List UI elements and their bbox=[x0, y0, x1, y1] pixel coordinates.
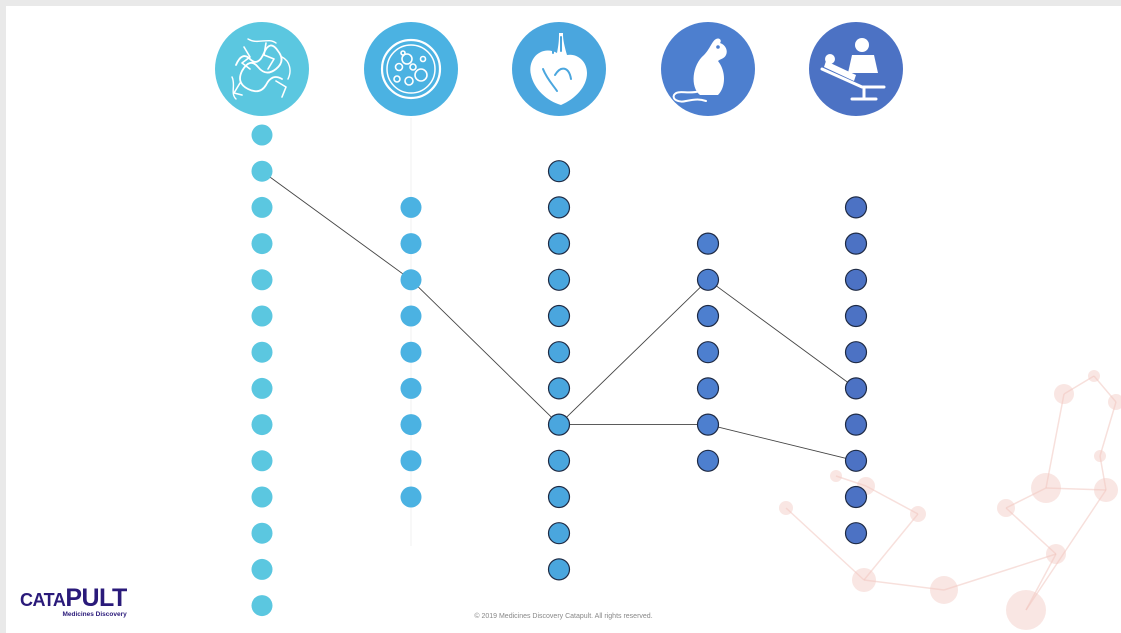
stage-dot bbox=[251, 377, 273, 399]
molecule-atom bbox=[779, 501, 793, 515]
molecule-atom bbox=[997, 499, 1015, 517]
stage-dot bbox=[251, 196, 273, 218]
petri-dish-icon bbox=[364, 22, 458, 116]
stage-dot bbox=[696, 232, 720, 255]
stage-dot bbox=[547, 232, 571, 255]
stage-dot bbox=[400, 305, 422, 327]
stage-dot bbox=[547, 341, 571, 364]
stage-dot bbox=[844, 304, 868, 328]
molecule-atom bbox=[1094, 478, 1118, 502]
stage-dot bbox=[547, 558, 571, 581]
stage-dot bbox=[547, 485, 571, 509]
molecule-atom bbox=[1031, 473, 1061, 503]
catapult-logo: CATAPULT Medicines Discovery bbox=[20, 586, 127, 619]
stage-dot bbox=[547, 304, 571, 328]
molecule-bond bbox=[1025, 489, 1107, 611]
molecule-atom bbox=[1046, 544, 1066, 564]
stage-dots bbox=[251, 124, 868, 617]
stage-dot bbox=[696, 341, 720, 364]
molecule-bond bbox=[1093, 375, 1117, 403]
stage-dot bbox=[251, 124, 273, 146]
protein-icon bbox=[215, 22, 309, 116]
stage-dot bbox=[844, 196, 868, 219]
stage-dot bbox=[696, 413, 720, 436]
molecule-bond bbox=[1025, 553, 1057, 611]
molecule-bond bbox=[1005, 507, 1057, 555]
stage-dot bbox=[844, 485, 868, 509]
stage-dot bbox=[251, 305, 273, 327]
molecule-atom bbox=[852, 568, 876, 592]
stage-dot bbox=[400, 486, 422, 508]
logo-wordmark: CATAPULT bbox=[20, 584, 127, 612]
molecule-atom bbox=[930, 576, 958, 604]
stage-dot bbox=[844, 268, 868, 291]
logo-subtitle: Medicines Discovery bbox=[62, 611, 127, 618]
molecule-bond bbox=[863, 513, 919, 581]
stage-dot bbox=[251, 595, 273, 617]
stage-dot bbox=[844, 413, 868, 436]
stage-dot bbox=[696, 268, 720, 291]
molecule-atom bbox=[1108, 394, 1121, 410]
molecule-bond bbox=[943, 553, 1057, 591]
stage-dot bbox=[547, 268, 571, 291]
stage-dot bbox=[547, 160, 571, 183]
stage-dot bbox=[547, 522, 571, 545]
stage-dot bbox=[844, 232, 868, 255]
stage-dot bbox=[844, 522, 868, 545]
molecule-bond bbox=[1045, 393, 1065, 489]
patient-doctor-icon bbox=[809, 22, 903, 116]
molecule-bond bbox=[1005, 487, 1047, 509]
stage-dot bbox=[400, 196, 422, 218]
stage-dot bbox=[400, 233, 422, 255]
stage-dot bbox=[400, 341, 422, 363]
slide: CATAPULT Medicines Discovery © 2019 Medi… bbox=[6, 6, 1121, 633]
molecule-bond bbox=[863, 579, 945, 591]
molecule-atom bbox=[1054, 384, 1074, 404]
stage-dot bbox=[547, 449, 571, 472]
heart-icon bbox=[512, 22, 606, 116]
molecule-bond bbox=[1063, 375, 1095, 395]
molecule-bond bbox=[1045, 487, 1107, 491]
molecule-bond bbox=[785, 507, 865, 581]
molecule-atom bbox=[1088, 370, 1100, 382]
stage-dot bbox=[400, 450, 422, 472]
stage-dot bbox=[251, 341, 273, 363]
stage-dot bbox=[400, 414, 422, 436]
stage-dot bbox=[251, 450, 273, 472]
molecule-bond bbox=[1099, 401, 1117, 457]
stage-dot bbox=[251, 160, 273, 182]
stage-dot bbox=[400, 269, 422, 291]
stage-dot bbox=[251, 414, 273, 436]
stage-dot bbox=[547, 196, 571, 219]
molecule-atom bbox=[1094, 450, 1106, 462]
stage-dot bbox=[251, 558, 273, 580]
stage-dot bbox=[547, 413, 571, 436]
molecule-bond bbox=[865, 485, 919, 515]
molecule-atom bbox=[830, 470, 842, 482]
stage-icons bbox=[215, 22, 903, 116]
stage-dot bbox=[696, 449, 720, 472]
molecule-atom bbox=[1006, 590, 1046, 630]
molecule-background-graphic bbox=[779, 370, 1121, 630]
mouse-icon bbox=[661, 22, 755, 116]
stage-dot bbox=[844, 341, 868, 364]
stage-dot bbox=[251, 233, 273, 255]
stage-dot bbox=[547, 377, 571, 400]
molecule-atom bbox=[910, 506, 926, 522]
molecule-bond bbox=[835, 475, 867, 487]
stage-dot bbox=[251, 486, 273, 508]
stage-dot bbox=[696, 377, 720, 400]
stage-dot bbox=[696, 304, 720, 328]
copyright-footer: © 2019 Medicines Discovery Catapult. All… bbox=[474, 613, 653, 620]
pathway-diagram bbox=[215, 22, 1121, 630]
stage-dot bbox=[844, 377, 868, 400]
stage-dot bbox=[251, 269, 273, 291]
stage-dot bbox=[251, 522, 273, 544]
stage-dot bbox=[844, 449, 868, 472]
molecule-bond bbox=[1099, 455, 1107, 491]
stage-dot bbox=[400, 377, 422, 399]
